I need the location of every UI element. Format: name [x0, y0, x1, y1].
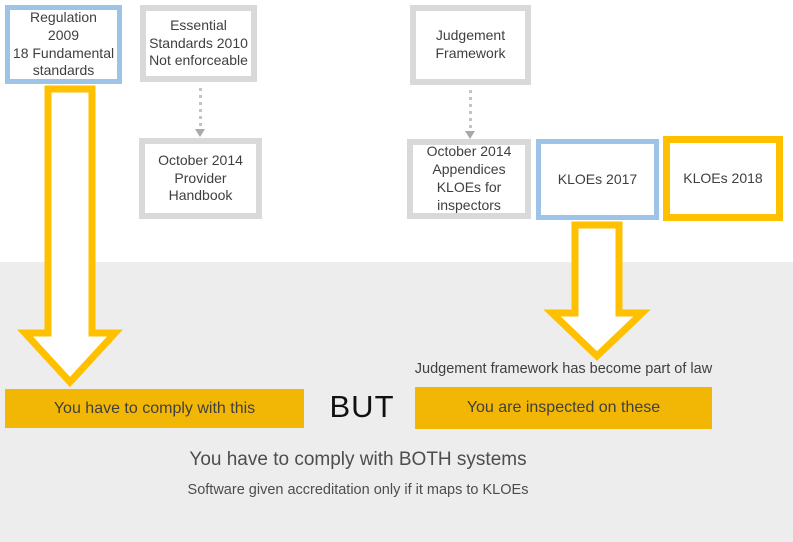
essential-standards-box: Essential Standards 2010 Not enforceable — [140, 5, 257, 82]
judgement-framework-label: Judgement Framework — [435, 27, 506, 61]
both-systems-note: You have to comply with BOTH systems — [189, 449, 527, 470]
dotted-down-arrow-icon — [195, 88, 206, 138]
comply-banner: You have to comply with this — [5, 389, 304, 428]
arrowhead-icon — [195, 129, 205, 137]
but-label: BUT — [329, 389, 395, 424]
software-accreditation-note: Software given accreditation only if it … — [187, 482, 529, 498]
comply-banner-label: You have to comply with this — [53, 399, 256, 417]
dotted-line — [469, 90, 472, 131]
kloes-2017-box: KLOEs 2017 — [536, 139, 659, 220]
judgement-framework-box: Judgement Framework — [410, 5, 531, 85]
kloes-2018-box: KLOEs 2018 — [663, 136, 783, 221]
kloes-2017-label: KLOEs 2017 — [557, 170, 638, 187]
dotted-down-arrow-icon — [465, 90, 476, 140]
inspected-banner-label: You are inspected on these — [466, 399, 661, 416]
arrowhead-icon — [465, 131, 475, 139]
inspected-banner: You are inspected on these — [415, 387, 712, 429]
regulation-2009-box: Regulation 2009 18 Fundamental standards — [5, 5, 122, 84]
provider-handbook-label: October 2014 Provider Handbook — [158, 151, 243, 204]
appendices-kloes-label: October 2014 Appendices KLOEs for inspec… — [426, 143, 512, 213]
essential-standards-label: Essential Standards 2010 Not enforceable — [149, 16, 248, 69]
kloes-2018-label: KLOEs 2018 — [683, 169, 763, 186]
appendices-kloes-box: October 2014 Appendices KLOEs for inspec… — [407, 139, 531, 219]
provider-handbook-box: October 2014 Provider Handbook — [139, 138, 262, 219]
regulation-2009-label: Regulation 2009 18 Fundamental standards — [12, 8, 115, 79]
judgement-note: Judgement framework has become part of l… — [414, 361, 713, 377]
dotted-line — [199, 88, 202, 129]
